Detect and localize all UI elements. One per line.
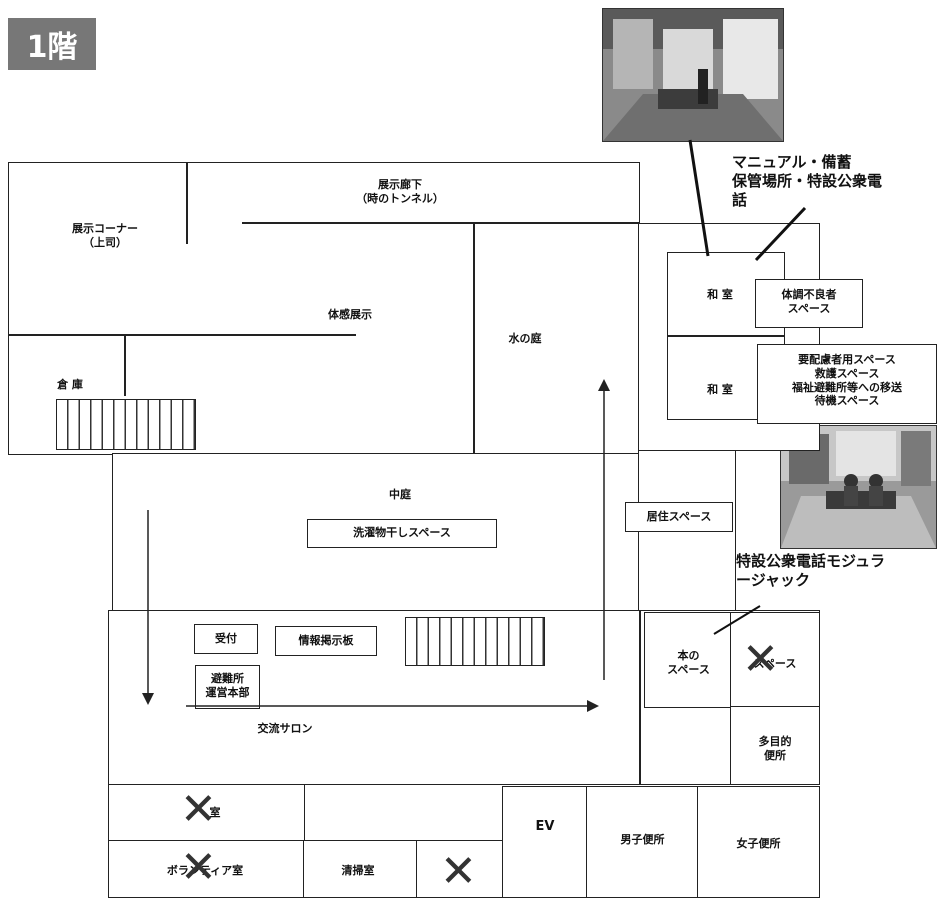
wall: [186, 162, 188, 244]
label-crossed-room-top: 室: [209, 806, 221, 819]
label-exhibit-corner: 展示コーナー （上司）: [72, 222, 138, 249]
label-exchange-salon: 交流サロン: [257, 722, 313, 735]
wall: [667, 335, 785, 337]
crossed-room-top: [108, 784, 305, 842]
multi-toilet: 多目的 便所: [730, 706, 820, 785]
wall: [473, 222, 475, 455]
label-cleaning-room: 清掃室: [341, 864, 375, 877]
label-washitsu-1: 和 室: [707, 288, 733, 301]
label-storage: 倉 庫: [57, 378, 83, 391]
womens-toilet: 女子便所: [697, 786, 820, 898]
label-water-hall: 水の庭: [508, 332, 542, 345]
care-space: 要配慮者用スペース 救護スペース 福祉避難所等への移送 待機スペース: [757, 344, 937, 424]
wall: [8, 334, 356, 336]
wall: [124, 334, 126, 396]
leader-manual-storage: [754, 206, 807, 262]
storage-shelving: [56, 399, 196, 450]
unwell-space: 体調不良者 スペース: [755, 279, 863, 328]
laundry-space: 洗濯物干しスペース: [307, 519, 497, 548]
wall: [242, 222, 640, 224]
x-mark-icon: ✕: [180, 784, 217, 835]
leader-phone-jack: [713, 605, 761, 635]
x-mark-icon: ✕: [440, 846, 477, 897]
label-experience-exhibit: 体感展示: [328, 308, 372, 321]
reception: 受付: [194, 624, 258, 654]
salon-shelving: [405, 617, 545, 666]
label-exhibit-corridor: 展示廊下 （時のトンネル）: [356, 178, 444, 205]
resident-space: 居住スペース: [625, 502, 733, 532]
label-courtyard: 中庭: [389, 488, 411, 501]
cleaning-room: [303, 840, 418, 898]
callout-phone-jack: 特設公衆電話モジュラ ージャック: [736, 552, 885, 589]
leader-photo-top: [688, 139, 710, 257]
label-volunteer-room: ボランティア室: [166, 864, 244, 877]
floor-label: 1階: [8, 18, 96, 70]
callout-manual-storage: マニュアル・備蓄 保管場所・特設公衆電 話: [732, 153, 883, 209]
room-photo-top: [602, 8, 784, 142]
crossed-space: スペース: [730, 612, 820, 708]
mens-toilet: 男子便所: [586, 786, 699, 898]
x-mark-icon: ✕: [742, 634, 779, 685]
info-board: 情報掲示板: [275, 626, 377, 656]
x-mark-icon: ✕: [180, 842, 217, 893]
shelter-hq: 避難所 運営本部: [195, 665, 260, 709]
crossed-room-bottom: [416, 840, 504, 898]
label-washitsu-2: 和 室: [707, 383, 733, 396]
